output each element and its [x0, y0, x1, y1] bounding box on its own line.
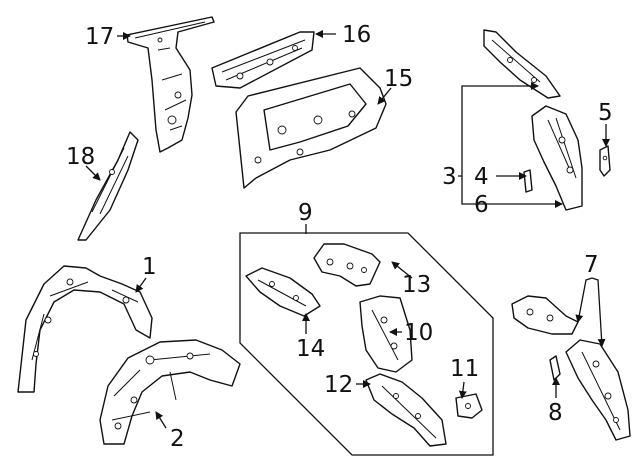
- callout-2: 2: [170, 426, 185, 452]
- part-8-clip[interactable]: [549, 355, 561, 381]
- part-14-panel[interactable]: [245, 267, 321, 317]
- callout-labels: 17 16 15 18 1 2 3 4 5 6 9 13 14 10 12 11…: [66, 22, 613, 452]
- part-5-clip[interactable]: [599, 145, 611, 177]
- part-17-pillar[interactable]: [126, 16, 215, 153]
- callout-10: 10: [404, 320, 433, 346]
- group-9-panel: [239, 232, 494, 456]
- callout-8: 8: [548, 400, 563, 426]
- part-7-panel-lower[interactable]: [565, 339, 631, 441]
- part-6-reinforcement[interactable]: [531, 105, 583, 211]
- part-15-quarter-panel[interactable]: [235, 67, 387, 189]
- part-7-bracket-upper[interactable]: [511, 295, 579, 335]
- part-4-bracket[interactable]: [523, 169, 533, 193]
- part-16-rail[interactable]: [211, 31, 315, 89]
- callout-3: 3: [442, 164, 457, 190]
- part-11-bracket[interactable]: [455, 393, 483, 419]
- callout-7: 7: [584, 252, 599, 278]
- callout-5: 5: [598, 100, 613, 126]
- part-2-wheelhouse-inner[interactable]: [99, 339, 241, 445]
- leader-lines: [85, 30, 610, 429]
- callout-14: 14: [296, 336, 325, 362]
- part-18-brace[interactable]: [77, 131, 139, 241]
- part-10-panel[interactable]: [359, 295, 413, 373]
- callout-9: 9: [298, 200, 313, 226]
- part-3-upper-reinforcement[interactable]: [483, 29, 561, 99]
- callout-1: 1: [142, 254, 157, 280]
- callout-16: 16: [342, 22, 371, 48]
- callout-6: 6: [474, 192, 489, 218]
- part-1-wheelhouse-outer[interactable]: [17, 265, 153, 393]
- callout-13: 13: [402, 272, 431, 298]
- callout-11: 11: [450, 356, 479, 382]
- part-13-panel[interactable]: [313, 243, 381, 287]
- callout-17: 17: [85, 24, 114, 50]
- callout-12: 12: [324, 372, 353, 398]
- callout-4: 4: [474, 164, 489, 190]
- part-12-panel[interactable]: [365, 373, 447, 447]
- callout-15: 15: [384, 66, 413, 92]
- callout-18: 18: [66, 144, 95, 170]
